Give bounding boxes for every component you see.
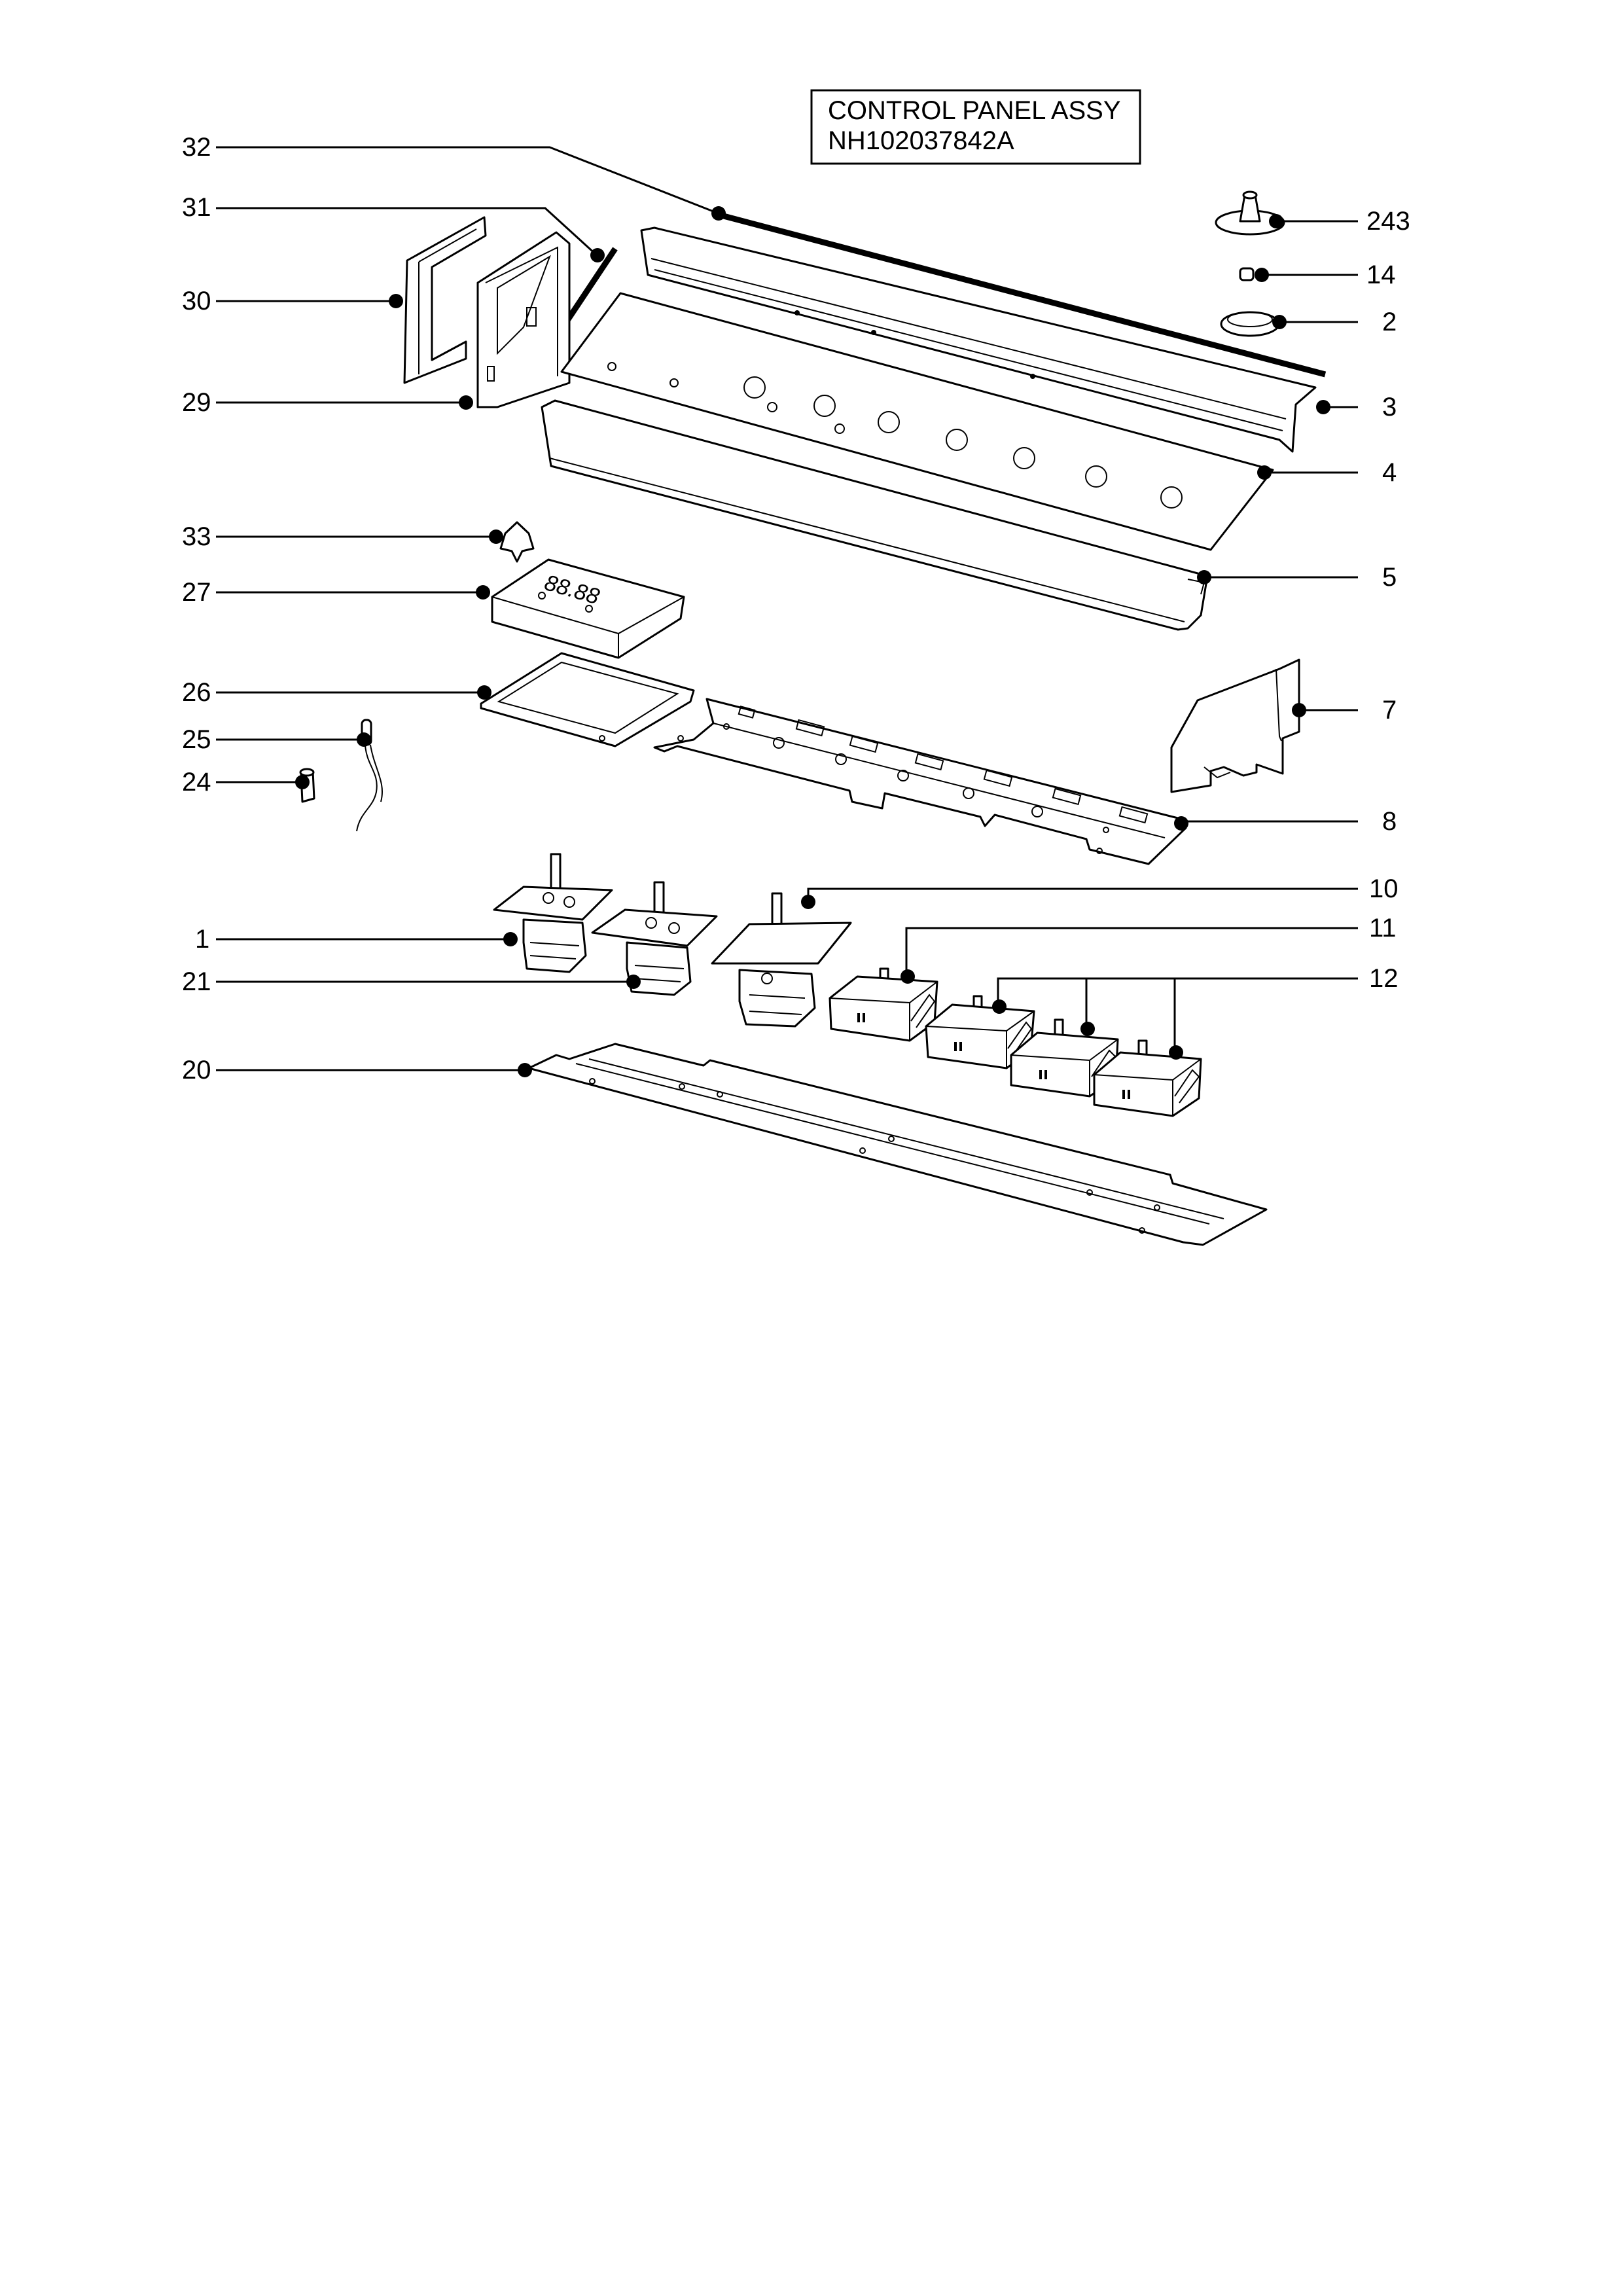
callout-25: 25 xyxy=(182,725,211,754)
callout-243: 243 xyxy=(1366,207,1410,236)
callout-dots xyxy=(295,206,1330,1077)
part-11-selector-switch xyxy=(829,967,938,1042)
callout-20: 20 xyxy=(182,1056,211,1085)
callout-14: 14 xyxy=(1366,260,1396,289)
part-12-switch-c xyxy=(1093,1039,1202,1117)
callout-33: 33 xyxy=(182,522,211,551)
part-27-timer-display: 88.88 xyxy=(491,558,685,659)
part-7-side-bracket xyxy=(1170,658,1300,793)
part-21-energy-regulator xyxy=(591,881,718,996)
callout-26: 26 xyxy=(182,678,211,707)
callout-5: 5 xyxy=(1382,563,1397,592)
callout-3: 3 xyxy=(1382,393,1397,422)
callout-numbers: 32 31 30 29 33 27 26 25 24 1 21 20 243 1… xyxy=(182,133,1410,1085)
part-8-mounting-plate xyxy=(653,698,1187,865)
callout-24: 24 xyxy=(182,768,211,797)
callout-2: 2 xyxy=(1382,308,1397,336)
part-4-front-panel xyxy=(560,292,1274,551)
part-29-side-bracket xyxy=(476,231,571,408)
part-20-bottom-rail xyxy=(527,1043,1268,1246)
part-32-gasket-strip xyxy=(717,211,1327,378)
part-26-display-frame xyxy=(480,652,695,747)
title-line-1: CONTROL PANEL ASSY xyxy=(828,96,1121,125)
part-2-bezel xyxy=(1220,311,1280,337)
part-243-knob xyxy=(1215,190,1285,236)
callout-8: 8 xyxy=(1382,807,1397,836)
callout-32: 32 xyxy=(182,133,211,162)
callout-12: 12 xyxy=(1369,964,1399,993)
callout-27: 27 xyxy=(182,578,211,607)
callout-31: 31 xyxy=(182,193,211,222)
callout-11: 11 xyxy=(1369,914,1397,942)
title-line-2: NH102037842A xyxy=(828,126,1014,155)
callout-4: 4 xyxy=(1382,458,1397,487)
part-1-energy-regulator xyxy=(493,853,613,973)
callout-21: 21 xyxy=(182,967,211,996)
part-30-side-frame xyxy=(403,216,487,384)
part-3-top-rail xyxy=(640,226,1317,453)
callout-10: 10 xyxy=(1369,874,1399,903)
callout-1: 1 xyxy=(195,925,209,954)
callout-29: 29 xyxy=(182,388,211,417)
title-box: CONTROL PANEL ASSY NH102037842A xyxy=(810,89,1141,165)
part-14-clip xyxy=(1239,267,1255,281)
part-5-facia-trim xyxy=(541,399,1209,631)
part-12-switch-b xyxy=(1010,1018,1119,1098)
part-10-switch xyxy=(711,892,852,1028)
callout-30: 30 xyxy=(182,287,211,315)
callout-leaders xyxy=(216,146,1358,1071)
callout-7: 7 xyxy=(1382,696,1397,725)
part-33-knob-cap xyxy=(499,521,535,563)
